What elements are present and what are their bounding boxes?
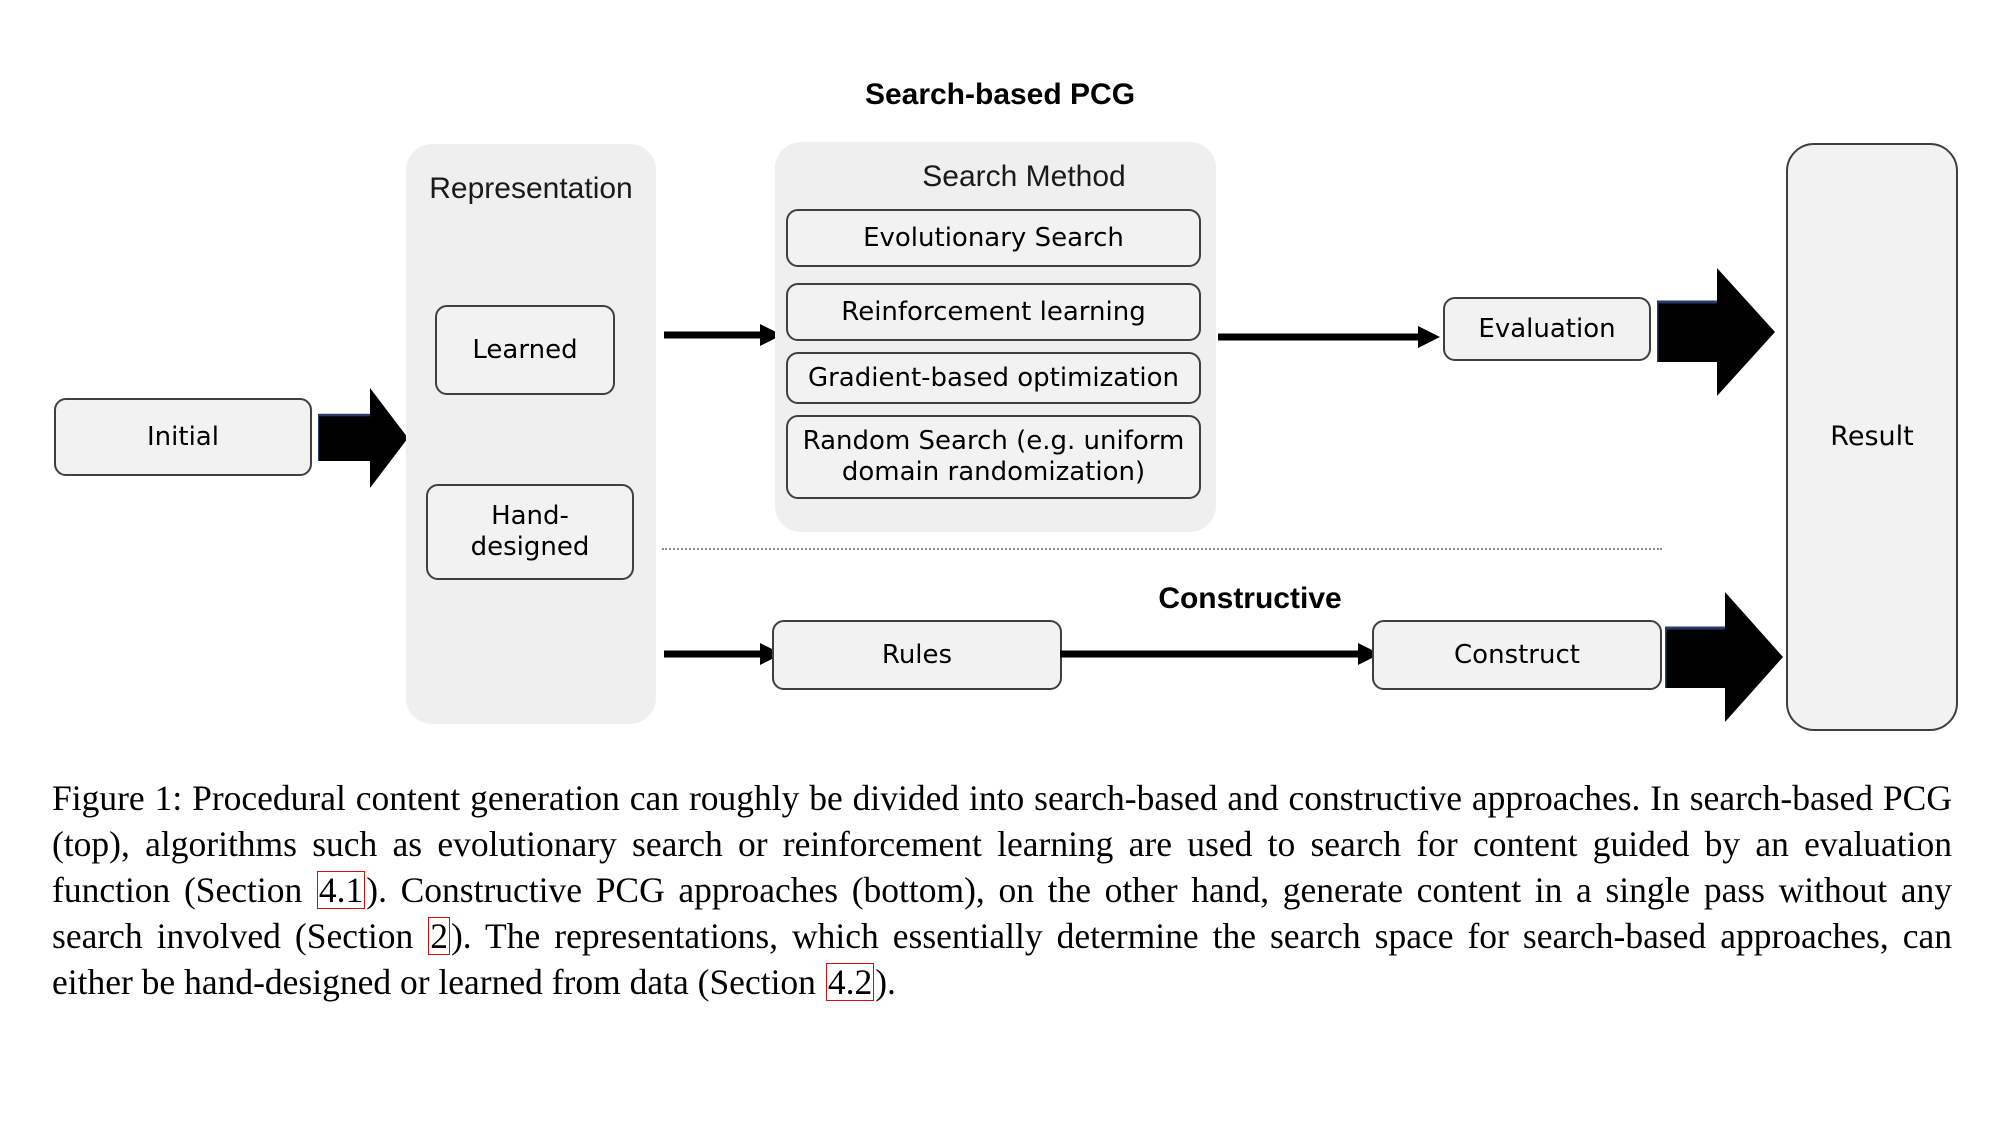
node-construct[interactable]: Construct [1372,620,1662,690]
node-representation-learned[interactable]: Learned [435,305,615,395]
panel-search-method-title: Search Method [922,160,1126,193]
branch-divider [662,548,1662,550]
node-evaluation[interactable]: Evaluation [1443,297,1651,361]
arrow-representation-to-search-method [664,322,782,348]
caption-text-run: ). [875,962,896,1002]
node-result[interactable]: Result [1786,143,1958,731]
block-arrow-evaluation-to-result [1657,268,1775,396]
block-arrow-initial-to-representation [318,388,408,488]
heading-search-based-pcg: Search-based PCG [864,78,1136,111]
caption-section-link[interactable]: 2 [428,916,450,956]
node-representation-hand-designed[interactable]: Hand- designed [426,484,634,580]
arrow-rules-to-construct [1060,641,1380,667]
heading-constructive: Constructive [1158,582,1342,615]
caption-text-run: Figure 1: Procedural content generation … [52,778,1952,910]
node-evolutionary-search[interactable]: Evolutionary Search [786,209,1201,267]
caption-text-run: ). The representations, which essentiall… [52,916,1952,1002]
node-gradient-based-optimization[interactable]: Gradient-based optimization [786,352,1201,404]
node-random-search[interactable]: Random Search (e.g. uniform domain rando… [786,415,1201,499]
caption-section-link[interactable]: 4.2 [825,962,875,1002]
node-initial[interactable]: Initial [54,398,312,476]
node-reinforcement-learning[interactable]: Reinforcement learning [786,283,1201,341]
panel-representation [406,144,656,724]
block-arrow-construct-to-result [1665,592,1783,722]
caption-text-run: ). Constructive PCG approaches (bottom),… [52,870,1953,956]
node-rules[interactable]: Rules [772,620,1062,690]
arrow-search-method-to-evaluation [1218,324,1440,350]
page-body-text-cutoff [54,1108,1954,1125]
panel-representation-title: Representation [429,172,633,205]
figure-diagram: Search-based PCG Constructive Initial Re… [54,78,1958,731]
figure-caption: Figure 1: Procedural content generation … [52,775,1952,1005]
caption-section-link[interactable]: 4.1 [316,870,366,910]
arrow-representation-to-rules [664,641,782,667]
